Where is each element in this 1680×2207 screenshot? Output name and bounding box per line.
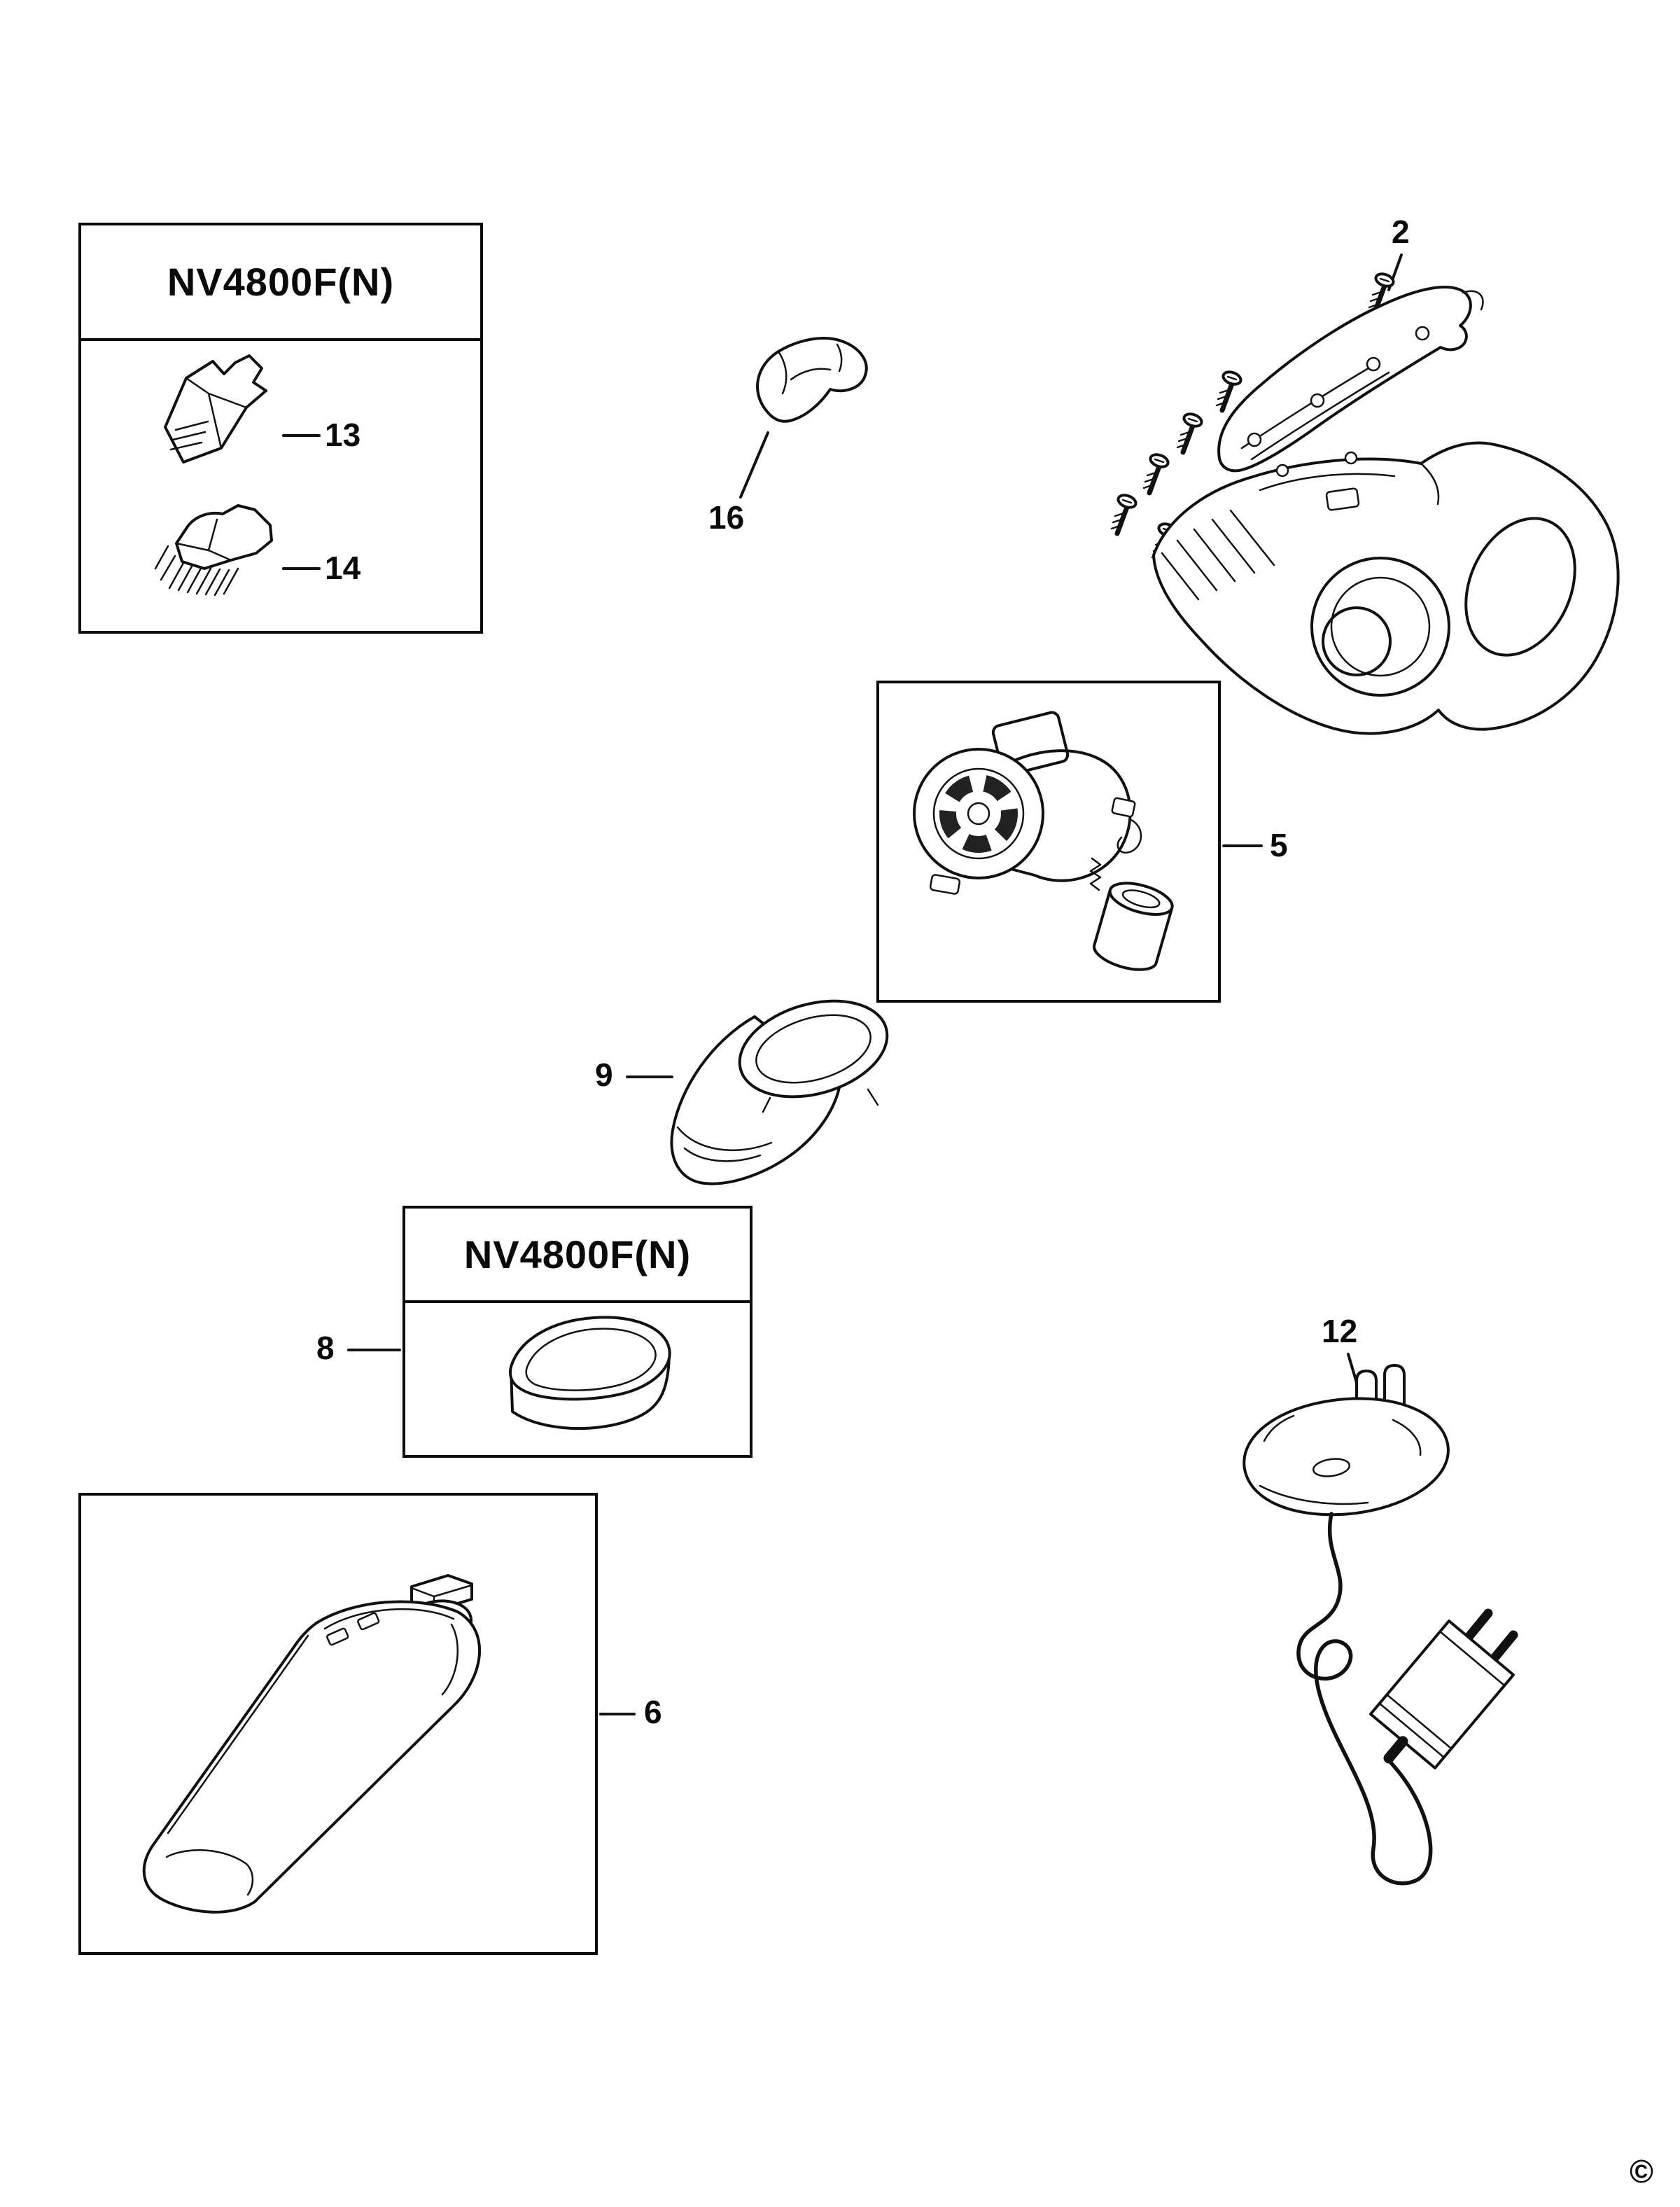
part-label-2: 2 bbox=[1392, 214, 1410, 250]
part-label-14: 14 bbox=[325, 550, 361, 586]
motor-cylinder-drawing bbox=[1093, 882, 1174, 971]
dust-bowl-drawing bbox=[142, 1574, 482, 1914]
part-label-16: 16 bbox=[708, 499, 745, 536]
housing-lower-half bbox=[1152, 441, 1620, 735]
leader-lines bbox=[282, 253, 1403, 1715]
bowl-box bbox=[78, 1493, 598, 1955]
motor-assembly-drawing bbox=[913, 711, 1174, 971]
housing-assembly-drawing bbox=[1112, 272, 1620, 735]
filter-drawing bbox=[509, 1316, 671, 1430]
nozzle-drawing bbox=[670, 999, 889, 1185]
part-label-9: 9 bbox=[595, 1057, 613, 1093]
filter-box: NV4800F(N) bbox=[402, 1206, 752, 1458]
accessories-box: NV4800F(N) bbox=[78, 223, 483, 634]
housing-upper-half bbox=[1217, 286, 1484, 473]
charger-cord-drawing bbox=[1296, 1512, 1433, 1886]
part-label-6: 6 bbox=[644, 1694, 662, 1730]
part-label-8: 8 bbox=[316, 1330, 335, 1366]
copyright-symbol: © bbox=[1630, 2153, 1653, 2189]
screw-drawing bbox=[1217, 370, 1242, 410]
accessories-box-title: NV4800F(N) bbox=[81, 225, 480, 341]
crevice-tool-drawing bbox=[164, 354, 267, 464]
part-label-5: 5 bbox=[1270, 827, 1288, 863]
screw-drawing bbox=[1112, 493, 1138, 534]
charger-adapter-drawing bbox=[1369, 1608, 1518, 1769]
clip-part-drawing bbox=[756, 337, 868, 423]
part-label-12: 12 bbox=[1322, 1313, 1358, 1349]
filter-box-title: NV4800F(N) bbox=[405, 1209, 750, 1303]
motor-box bbox=[876, 681, 1221, 1003]
part-label-13: 13 bbox=[325, 417, 361, 453]
leader-line-16 bbox=[739, 431, 769, 499]
screw-drawing bbox=[1144, 452, 1170, 493]
bowl-body-drawing bbox=[142, 1600, 482, 1914]
charger-drawing bbox=[1242, 1364, 1518, 1886]
brush-tool-drawing bbox=[154, 504, 273, 597]
charger-base-drawing bbox=[1242, 1364, 1450, 1517]
screw-drawing bbox=[1177, 412, 1203, 452]
